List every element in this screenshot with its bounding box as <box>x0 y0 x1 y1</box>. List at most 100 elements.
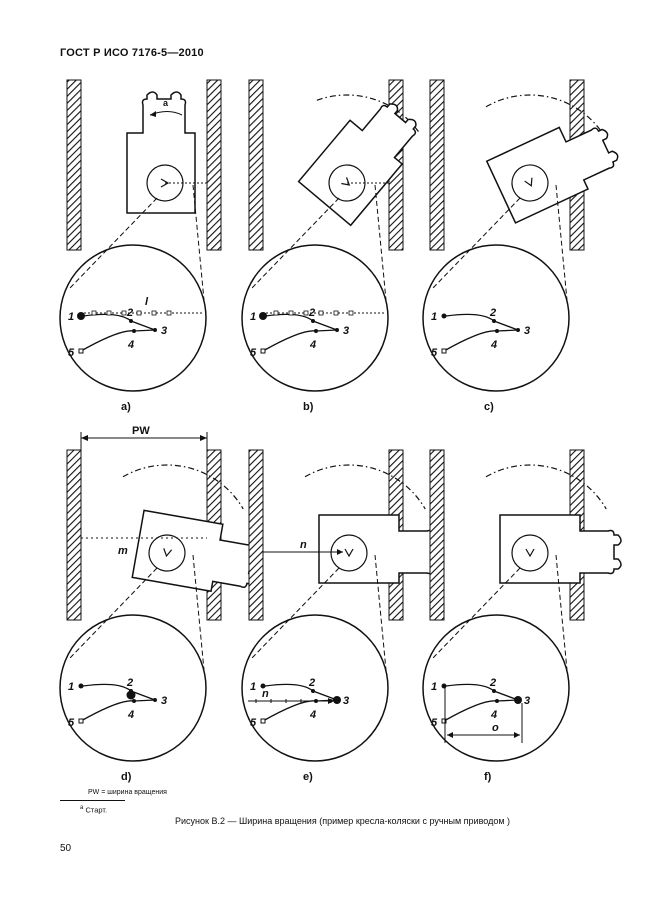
label-point-3: 3 <box>343 695 349 707</box>
label-point-2: 2 <box>308 677 315 689</box>
turning-circle-small <box>511 164 549 202</box>
wheelchair-outline <box>318 514 441 584</box>
pw-arrow-right <box>200 435 207 441</box>
label-point-1: 1 <box>68 311 74 323</box>
panel-label: c) <box>484 401 494 413</box>
detail-connector-right <box>192 554 205 671</box>
label-point-2: 2 <box>489 677 496 689</box>
point-1 <box>78 683 84 689</box>
panel-label: e) <box>303 771 313 783</box>
panel-label: f) <box>484 771 492 783</box>
label-point-4: 4 <box>490 709 497 721</box>
upper-dim-label-m: m <box>118 545 128 557</box>
detail-connector-right <box>374 554 387 671</box>
label-point-1: 1 <box>431 311 437 323</box>
detail-circle <box>59 244 207 392</box>
point-1 <box>441 313 447 319</box>
dim-arrow-o-right <box>514 732 520 738</box>
dim-label-l: l <box>145 296 149 308</box>
dim-marker <box>333 310 339 316</box>
wheelchair-body <box>131 509 260 593</box>
detail-circle <box>241 244 389 392</box>
wheelchair-outline <box>131 509 260 593</box>
footnote-rule <box>60 800 125 801</box>
label-point-1: 1 <box>250 681 256 693</box>
turning-circle-small <box>511 534 549 572</box>
label-point-4: 4 <box>309 339 316 351</box>
dim-marker <box>91 310 97 316</box>
detail-connector-left <box>69 197 158 289</box>
trajectory-n-arrow <box>337 549 343 555</box>
wall-right <box>206 79 222 251</box>
wheelchair-body <box>499 514 622 584</box>
detail-circle <box>241 614 389 762</box>
turning-circle-small <box>148 534 186 572</box>
label-point-4: 4 <box>490 339 497 351</box>
direction-arrow-icon <box>344 548 354 558</box>
wall-left <box>66 449 82 621</box>
page-header: ГОСТ Р ИСО 7176-5—2010 <box>60 47 204 59</box>
label-point-5: 5 <box>431 717 438 729</box>
legend-pw: PW = ширина вращения <box>88 789 167 796</box>
wheelchair-body <box>485 126 619 224</box>
detail-circle <box>422 244 570 392</box>
point-3 <box>514 696 522 704</box>
sweep-arc <box>485 94 607 140</box>
dim-marker <box>348 310 354 316</box>
label-point-5: 5 <box>250 347 257 359</box>
point-2 <box>129 319 133 323</box>
point-1 <box>260 683 266 689</box>
dim-marker <box>106 310 112 316</box>
point-2 <box>492 689 496 693</box>
dim-arrow-o-left <box>447 732 453 738</box>
turning-circle-small <box>328 164 366 202</box>
dim-marker <box>318 310 324 316</box>
point-3 <box>153 328 157 332</box>
sweep-arc <box>122 464 244 510</box>
detail-connector-right <box>555 554 568 671</box>
detail-connector-right <box>555 184 568 301</box>
detail-circle <box>422 614 570 762</box>
wall-left <box>248 79 264 251</box>
direction-arrow-icon <box>163 548 173 558</box>
label-point-3: 3 <box>161 695 167 707</box>
detail-connector-left <box>251 567 340 659</box>
wheelchair-outline <box>126 91 196 214</box>
footnote-mark: a <box>80 805 84 811</box>
wheelchair-outline <box>297 103 417 227</box>
wheelchair-outline <box>499 514 622 584</box>
point-4 <box>132 329 136 333</box>
panel-label: d) <box>121 771 132 783</box>
point-4 <box>495 329 499 333</box>
point-4 <box>495 699 499 703</box>
detail-connector-left <box>69 567 158 659</box>
wheelchair-body <box>126 91 196 214</box>
dim-marker <box>273 310 279 316</box>
pw-label: PW <box>132 425 150 437</box>
point-2 <box>492 319 496 323</box>
label-point-2: 2 <box>126 677 133 689</box>
label-point-4: 4 <box>127 709 134 721</box>
sweep-arc <box>485 464 607 510</box>
point-1 <box>441 683 447 689</box>
sweep-arc <box>316 94 420 133</box>
label-point-5: 5 <box>68 347 75 359</box>
label-point-3: 3 <box>524 695 530 707</box>
wheelchair-outline <box>485 126 619 224</box>
dim-marker <box>151 310 157 316</box>
point-3 <box>516 328 520 332</box>
point-2-big <box>126 690 136 700</box>
wheelchair-body <box>318 514 441 584</box>
page-number: 50 <box>60 843 72 854</box>
figure-caption: Рисунок В.2 — Ширина вращения (пример кр… <box>175 816 511 826</box>
detail-circle <box>59 614 207 762</box>
dim-marker <box>121 310 127 316</box>
point-3 <box>153 698 157 702</box>
point-2 <box>311 319 315 323</box>
label-point-5: 5 <box>431 347 438 359</box>
dim-marker <box>136 310 142 316</box>
